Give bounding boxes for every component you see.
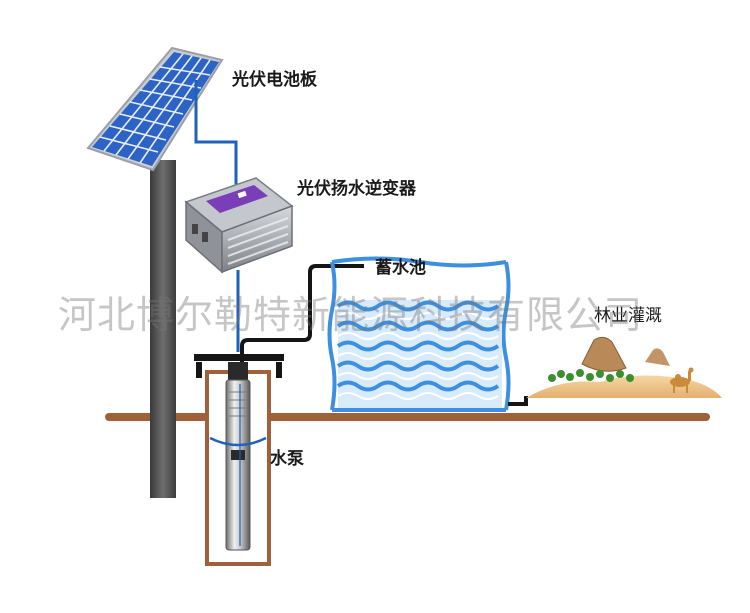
panel-pole bbox=[150, 160, 176, 498]
solar-panel-icon bbox=[86, 46, 224, 172]
outlet-pipe bbox=[240, 264, 364, 362]
pump-label: 水泵 bbox=[270, 449, 304, 469]
panel-to-inverter-wire bbox=[194, 80, 238, 196]
water-tank-icon bbox=[327, 256, 511, 412]
irrigation-label: 林业灌溉 bbox=[594, 306, 662, 326]
camel-icon bbox=[670, 367, 694, 393]
inverter-icon bbox=[184, 177, 294, 274]
ground-line bbox=[105, 413, 710, 421]
desert-hill-icon bbox=[526, 336, 722, 398]
inverter-label: 光伏扬水逆变器 bbox=[297, 179, 416, 199]
solar-panel-label: 光伏电池板 bbox=[232, 70, 317, 90]
reservoir-label: 蓄水池 bbox=[375, 258, 426, 278]
company-watermark: 河北博尔勒特新能源科技有限公司 bbox=[58, 293, 644, 337]
pump-icon bbox=[209, 362, 267, 551]
tank-outlet-pipe bbox=[508, 396, 528, 406]
tree-icon bbox=[548, 369, 634, 382]
